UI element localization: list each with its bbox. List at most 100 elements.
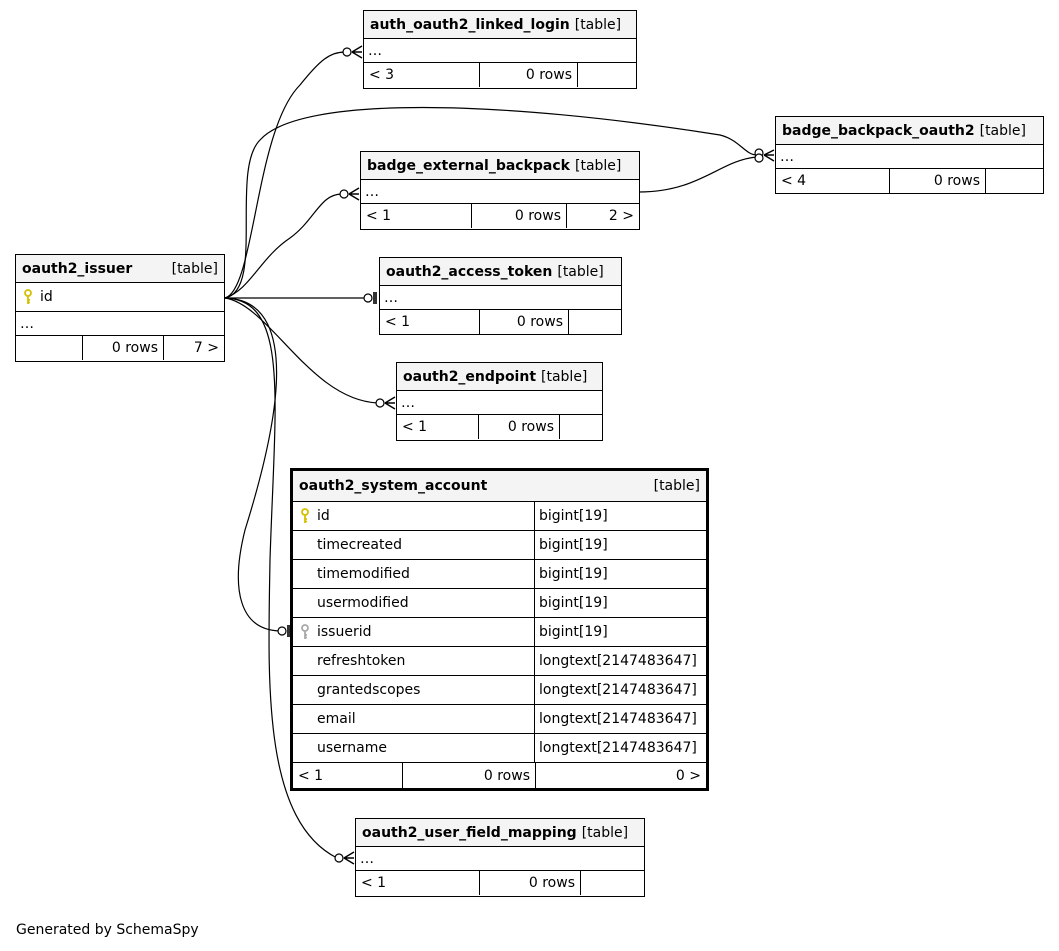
column-name: id — [317, 508, 330, 524]
parents-count — [581, 871, 644, 895]
row-count: 0 rows — [480, 871, 581, 895]
row-count: 0 rows — [890, 169, 986, 193]
table-kind: [table] — [557, 263, 604, 280]
children-count: < 4 — [776, 169, 890, 193]
parents-count — [569, 310, 621, 334]
parents-count — [578, 63, 636, 87]
ellipsis-row: … — [16, 312, 224, 336]
ellipsis-row: … — [397, 391, 602, 415]
table-kind: [table] — [574, 16, 622, 33]
children-count: < 1 — [356, 871, 480, 895]
children-count: < 1 — [397, 415, 479, 439]
column-type: bigint[19] — [539, 624, 608, 640]
table-badge-backpack-oauth2[interactable]: badge_backpack_oauth2[table] … < 4 0 row… — [775, 116, 1044, 194]
column-type: bigint[19] — [539, 595, 608, 611]
children-count: < 1 — [380, 310, 480, 334]
column-name-cell: timemodified — [293, 560, 535, 588]
parents-count — [986, 169, 1043, 193]
column-name-cell: issuerid — [293, 618, 535, 646]
row-count: 0 rows — [480, 63, 578, 87]
edge-badge-ext-to-backpack-oauth2 — [638, 156, 758, 193]
column-name: email — [317, 711, 356, 727]
key-icon — [16, 289, 40, 305]
pk-column-row: id — [16, 283, 224, 312]
column-row: usermodified bigint[19] — [293, 589, 706, 618]
table-name: oauth2_system_account — [299, 478, 488, 494]
column-type: bigint[19] — [539, 566, 608, 582]
table-kind: [table] — [575, 157, 622, 174]
column-name-cell: grantedscopes — [293, 676, 535, 704]
column-name-cell: username — [293, 734, 535, 762]
parents-count: 7 > — [193, 340, 219, 356]
table-oauth2-user-field-mapping[interactable]: oauth2_user_field_mapping[table] … < 1 0… — [355, 818, 645, 897]
table-name: auth_oauth2_linked_login — [370, 16, 570, 33]
table-name: oauth2_access_token — [386, 263, 553, 280]
column-type: bigint[19] — [539, 537, 608, 553]
column-name-cell: email — [293, 705, 535, 733]
generator-credit: Generated by SchemaSpy — [16, 922, 199, 938]
table-name: badge_external_backpack — [367, 157, 570, 174]
table-kind: [table] — [581, 824, 629, 841]
column-name-cell: usermodified — [293, 589, 535, 617]
column-name: issuerid — [317, 624, 372, 640]
column-name-cell: refreshtoken — [293, 647, 535, 675]
table-footer: < 1 0 rows — [380, 310, 621, 334]
children-count — [16, 336, 83, 360]
table-footer: < 1 0 rows 2 > — [361, 204, 639, 228]
table-badge-external-backpack[interactable]: badge_external_backpack [table] … < 1 0 r… — [360, 151, 640, 230]
ellipsis-row: … — [356, 847, 644, 871]
table-name: oauth2_issuer — [22, 260, 133, 277]
table-name: oauth2_endpoint — [403, 368, 537, 385]
foreign-key-icon — [293, 624, 317, 640]
column-row: grantedscopes longtext[2147483647] — [293, 676, 706, 705]
column-row: issuerid bigint[19] — [293, 618, 706, 647]
parents-count: 0 > — [675, 768, 701, 784]
row-count: 0 rows — [480, 310, 569, 334]
column-name: id — [40, 289, 53, 305]
table-name: badge_backpack_oauth2 — [782, 122, 975, 139]
column-type: longtext[2147483647] — [539, 682, 697, 698]
key-icon — [293, 508, 317, 524]
table-kind: [table] — [653, 478, 700, 494]
column-name: username — [317, 740, 387, 756]
table-footer: < 3 0 rows — [364, 63, 636, 87]
ellipsis-row: … — [361, 180, 639, 204]
column-row: username longtext[2147483647] — [293, 734, 706, 763]
table-footer: < 4 0 rows — [776, 169, 1043, 193]
table-footer: < 1 0 rows — [397, 415, 602, 439]
column-name: grantedscopes — [317, 682, 421, 698]
column-row: email longtext[2147483647] — [293, 705, 706, 734]
children-count: < 3 — [364, 63, 480, 87]
column-type: longtext[2147483647] — [539, 740, 697, 756]
parents-count: 2 > — [608, 208, 634, 224]
table-auth-oauth2-linked-login[interactable]: auth_oauth2_linked_login[table] … < 3 0 … — [363, 10, 637, 89]
table-oauth2-endpoint[interactable]: oauth2_endpoint[table] … < 1 0 rows — [396, 362, 603, 441]
column-name-cell: id — [293, 502, 535, 530]
edge-oauth2-user-field-mapping — [224, 297, 338, 859]
parents-count — [560, 415, 602, 439]
column-type: longtext[2147483647] — [539, 653, 697, 669]
column-type: longtext[2147483647] — [539, 711, 697, 727]
edge-oauth2-endpoint — [224, 297, 379, 404]
table-kind: [table] — [979, 122, 1026, 139]
row-count: 0 rows — [479, 415, 560, 439]
table-footer: < 1 0 rows — [356, 871, 644, 895]
table-kind: [table] — [171, 260, 218, 277]
row-count: 0 rows — [472, 204, 567, 228]
table-footer: 0 rows 7 > — [16, 336, 224, 360]
table-oauth2-issuer[interactable]: oauth2_issuer [table] id … 0 rows 7 > — [15, 254, 225, 362]
table-footer: < 1 0 rows 0 > — [293, 763, 706, 789]
edge-oauth2-system-account — [224, 297, 281, 632]
table-name: oauth2_user_field_mapping — [362, 824, 577, 841]
edge-auth-oauth2-linked-login — [224, 51, 346, 299]
column-name: usermodified — [317, 595, 409, 611]
row-count: 0 rows — [403, 763, 536, 789]
row-count: 0 rows — [83, 336, 164, 360]
table-oauth2-access-token[interactable]: oauth2_access_token[table] … < 1 0 rows — [379, 257, 622, 335]
ellipsis-row: … — [380, 286, 621, 310]
